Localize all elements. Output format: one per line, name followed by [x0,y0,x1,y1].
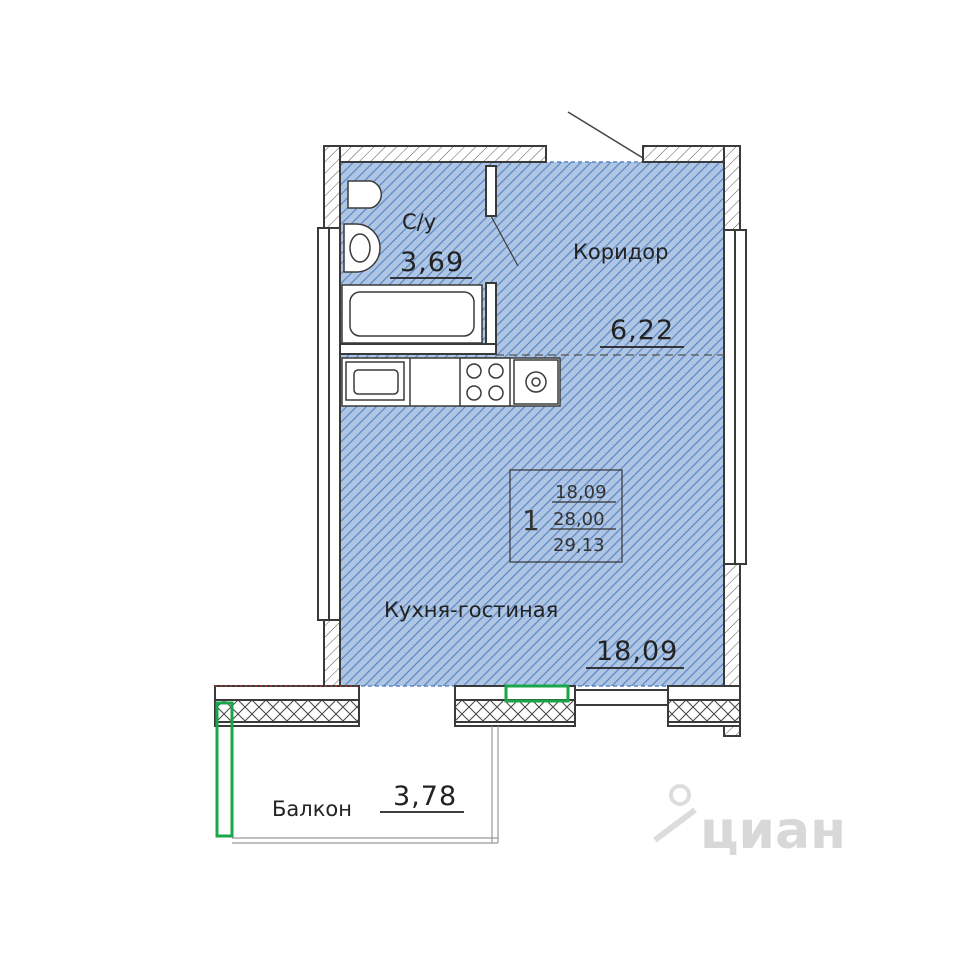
bathtub-icon [341,284,483,344]
apartment-summary: 1 18,09 28,00 29,13 [509,469,623,563]
watermark: циан [653,784,846,861]
bathroom-door-swing [490,215,519,267]
balcony-outline [215,685,499,844]
sink-icon [343,223,381,273]
balcony-door-highlight [504,684,570,703]
bathroom-area: 3,69 [400,247,464,278]
bathroom-name: С/у [402,210,436,234]
living-area: 18,09 [596,636,678,667]
total-area-value: 28,00 [553,509,605,530]
balcony-window-highlight [215,701,234,838]
entrance-arrow [567,111,644,159]
corridor-area: 6,22 [610,315,674,346]
stove-icon [459,357,511,407]
watermark-text: циан [700,801,846,861]
corridor-name: Коридор [573,240,668,264]
partitions [339,165,497,355]
toilet-icon [347,180,383,209]
rooms-count: 1 [522,504,540,537]
balcony-name: Балкон [272,797,352,821]
washing-machine-icon [513,359,559,405]
living-name: Кухня-гостиная [384,598,558,622]
kitchen-sink-icon [345,361,405,401]
total-with-balcony-value: 29,13 [553,535,605,556]
living-area-value: 18,09 [555,482,607,503]
balcony-area: 3,78 [393,781,457,812]
